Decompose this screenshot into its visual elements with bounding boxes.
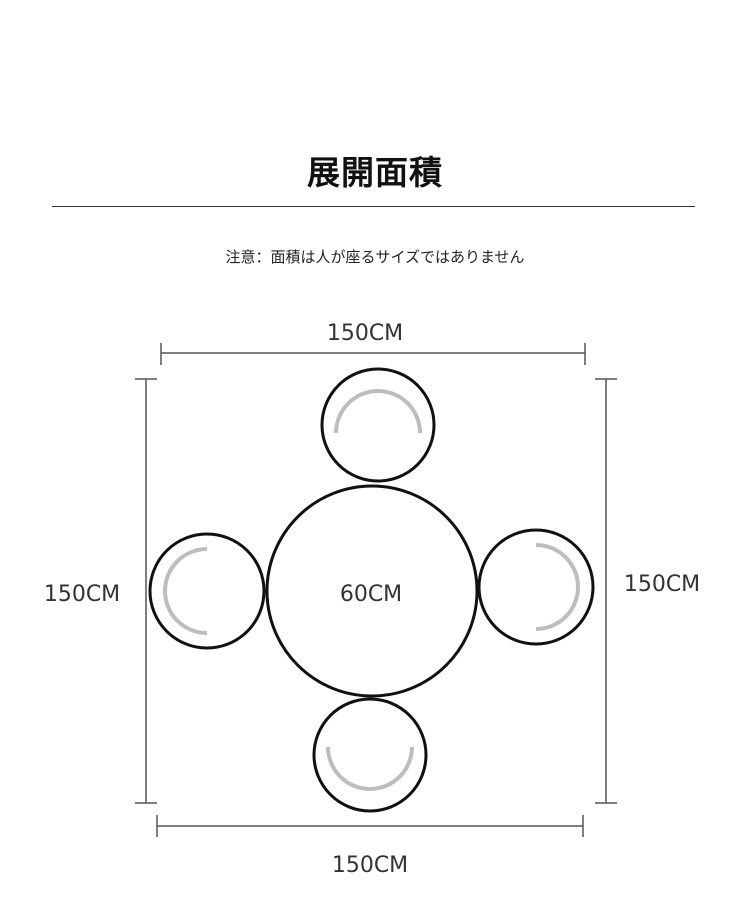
table-circle: [265, 484, 479, 698]
bottom-dimension-label: 150CM: [332, 853, 408, 878]
page-title: 展開面積: [307, 153, 443, 192]
bottom-dimension: [156, 815, 584, 837]
chair-left: [148, 532, 266, 650]
left-dimension: [135, 378, 157, 804]
chair-bottom: [312, 697, 428, 813]
title-divider: [52, 206, 695, 207]
chair-right: [477, 528, 595, 646]
size-note: 注意：面積は人が座るサイズではありません: [225, 248, 525, 266]
table-label: 60CM: [340, 582, 402, 607]
left-dimension-label: 150CM: [44, 582, 120, 607]
chair-top: [320, 367, 436, 483]
right-dimension: [595, 378, 617, 804]
top-dimension-label: 150CM: [327, 321, 403, 346]
top-dimension: [160, 343, 586, 365]
right-dimension-label: 150CM: [624, 572, 700, 597]
